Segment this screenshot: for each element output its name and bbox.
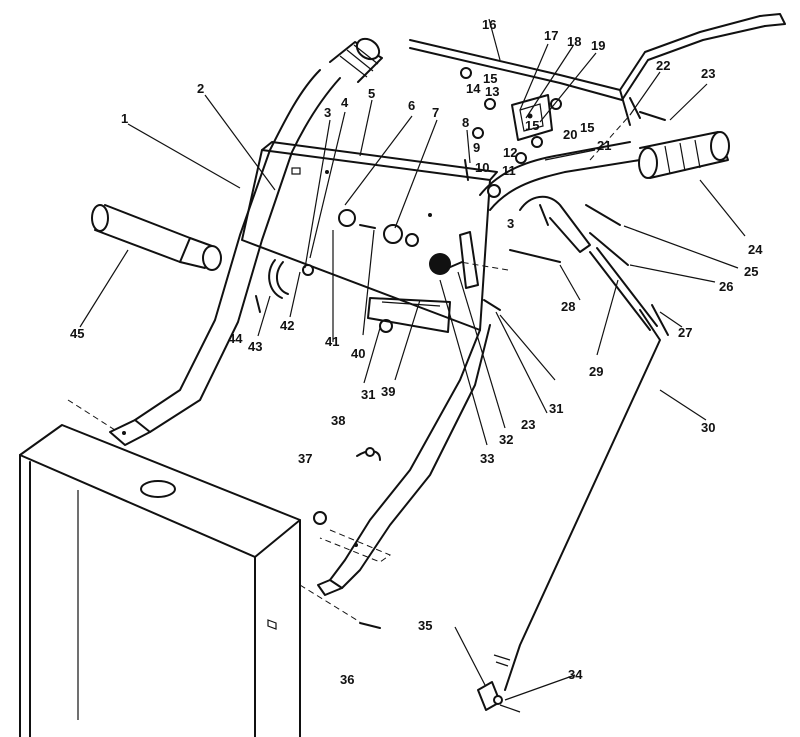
callout-22: 22 — [656, 58, 670, 73]
callout-3: 3 — [324, 105, 331, 120]
callout-9: 9 — [473, 140, 480, 155]
callout-42: 42 — [280, 318, 294, 333]
callout-1: 1 — [121, 111, 128, 126]
callout-2: 2 — [197, 81, 204, 96]
callout-29: 29 — [589, 364, 603, 379]
callout-15: 15 — [525, 118, 539, 133]
chute-crank-rod — [493, 304, 669, 691]
cable-clip — [268, 259, 289, 299]
callout-12: 12 — [503, 145, 517, 160]
callout-13: 13 — [485, 84, 499, 99]
callout-10: 10 — [475, 160, 489, 175]
callout-25: 25 — [744, 264, 758, 279]
callout-20: 20 — [563, 127, 577, 142]
callout-31: 31 — [361, 387, 375, 402]
callout-14: 14 — [466, 81, 481, 96]
left-top-grip — [329, 37, 383, 83]
callout-33: 33 — [480, 451, 494, 466]
callout-19: 19 — [591, 38, 605, 53]
callout-30: 30 — [701, 420, 715, 435]
callout-27: 27 — [678, 325, 692, 340]
snap-ring — [356, 447, 381, 461]
callout-43: 43 — [248, 339, 262, 354]
left-hand-grip — [91, 204, 222, 271]
callout-21: 21 — [597, 138, 611, 153]
callout-23: 23 — [701, 66, 715, 81]
callout-18: 18 — [567, 34, 581, 49]
callout-45: 45 — [70, 326, 84, 341]
callout-15: 15 — [483, 71, 497, 86]
callout-32: 32 — [499, 432, 513, 447]
callout-5: 5 — [368, 86, 375, 101]
callout-24: 24 — [748, 242, 763, 257]
right-hand-grip — [638, 131, 730, 179]
callout-37: 37 — [298, 451, 312, 466]
hardware — [255, 67, 666, 629]
callout-7: 7 — [432, 105, 439, 120]
callout-31: 31 — [549, 401, 563, 416]
shift-lever — [429, 231, 479, 289]
chute-linkage — [519, 195, 658, 331]
callout-26: 26 — [719, 279, 733, 294]
callout-numbers: 1 2 3 3 4 5 6 7 8 9 10 11 12 13 14 15 15… — [70, 17, 763, 687]
callout-3: 3 — [507, 216, 514, 231]
callout-44: 44 — [228, 331, 243, 346]
callout-17: 17 — [544, 28, 558, 43]
callout-11: 11 — [502, 163, 516, 178]
callout-36: 36 — [340, 672, 354, 687]
control-bracket — [511, 94, 553, 141]
rod-end-hardware — [477, 681, 521, 713]
callout-28: 28 — [561, 299, 575, 314]
leader-lines — [79, 18, 746, 701]
callout-35: 35 — [418, 618, 432, 633]
callout-4: 4 — [341, 95, 349, 110]
callout-39: 39 — [381, 384, 395, 399]
drive-bail-lever — [409, 13, 786, 126]
engine-housing — [19, 399, 301, 737]
right-handle-tube — [317, 141, 641, 596]
callout-8: 8 — [462, 115, 469, 130]
callout-16: 16 — [482, 17, 496, 32]
callout-15: 15 — [580, 120, 594, 135]
callout-23: 23 — [521, 417, 535, 432]
callout-6: 6 — [408, 98, 415, 113]
left-handle-tube — [109, 69, 341, 446]
callout-34: 34 — [568, 667, 583, 682]
mounting-hints — [299, 114, 631, 623]
lower-bracket — [367, 297, 451, 333]
callout-40: 40 — [351, 346, 365, 361]
callout-38: 38 — [331, 413, 345, 428]
callout-41: 41 — [325, 334, 339, 349]
